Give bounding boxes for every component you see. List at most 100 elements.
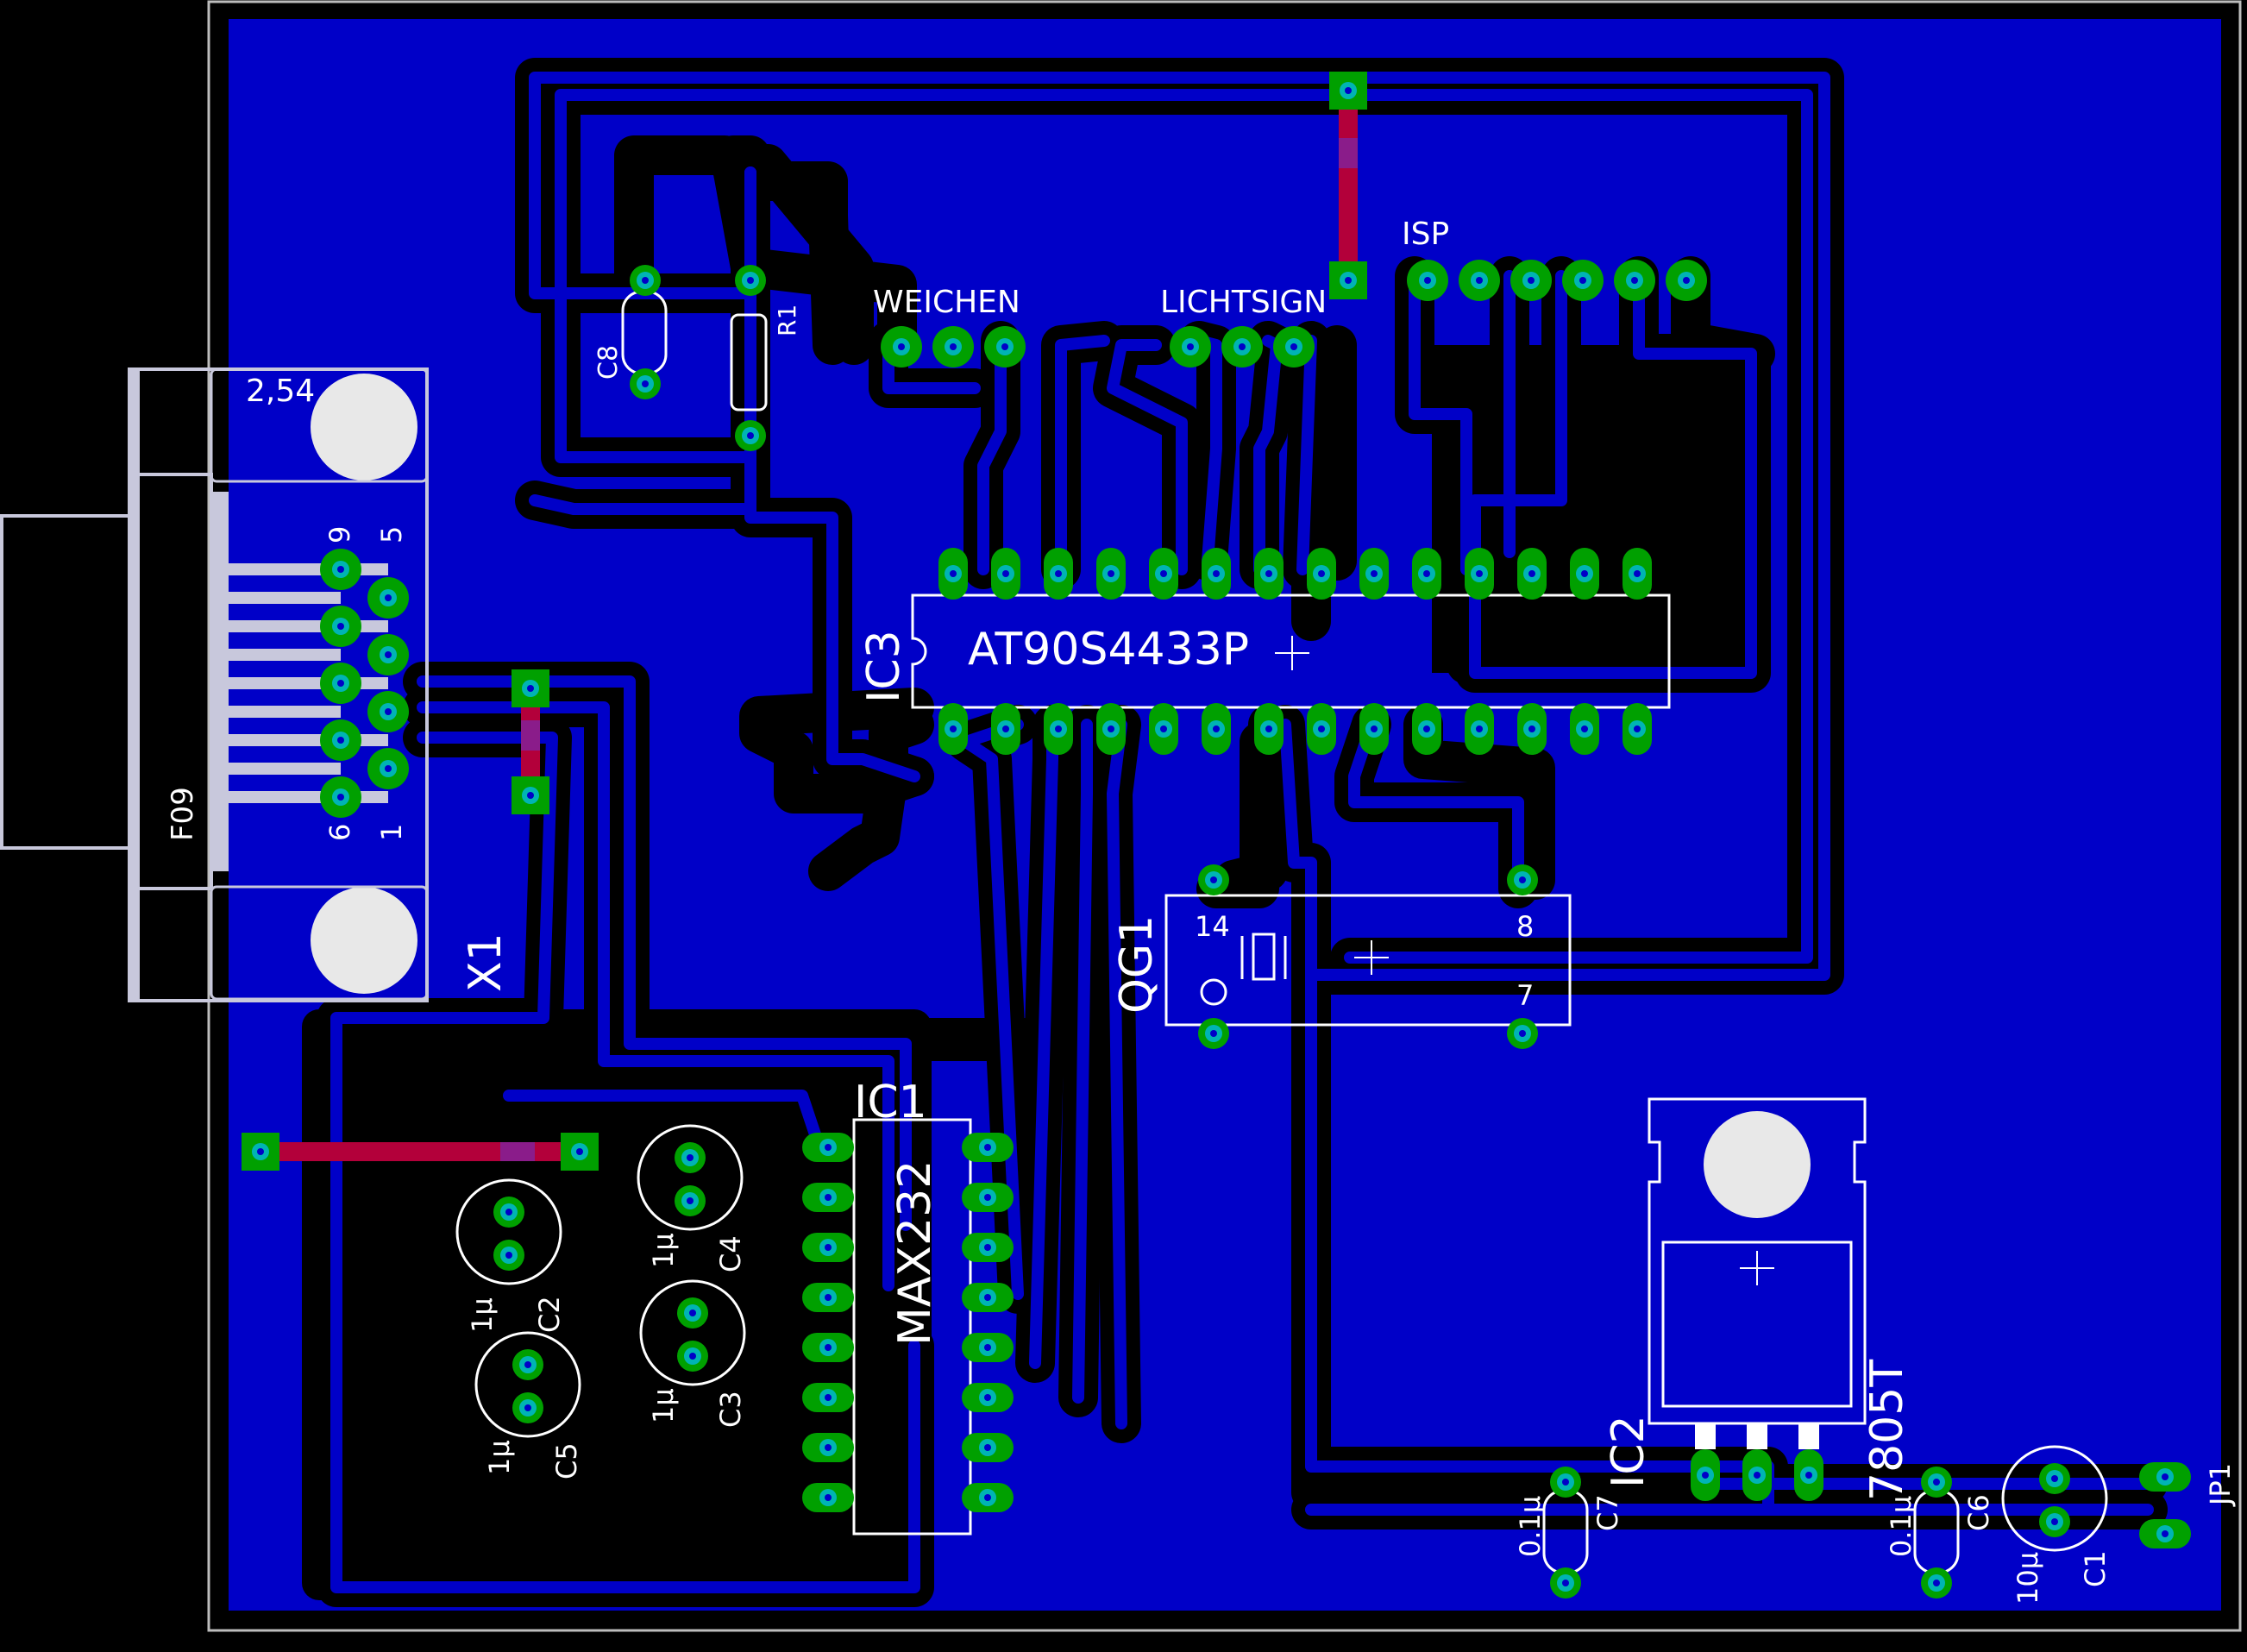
- ic3-value-label: AT90S4433P: [968, 624, 1249, 675]
- c6-label: C6: [1962, 1494, 1995, 1531]
- x1-ref-label: X1: [460, 933, 512, 992]
- ic3-pin: [1202, 548, 1231, 600]
- r1-label: R1: [773, 305, 801, 336]
- via: [1329, 261, 1367, 299]
- x1-pin: [320, 663, 361, 704]
- elko-pin: [675, 1185, 706, 1216]
- x1-pin5-label: 5: [375, 526, 408, 543]
- jp1-pin: [2139, 1519, 2191, 1548]
- ic2-pin: [1691, 1449, 1720, 1501]
- ic1-pin: [802, 1283, 854, 1312]
- c6-value-label: 0.1µ: [1885, 1496, 1917, 1557]
- c5-label: C5: [550, 1442, 583, 1479]
- ic3-pin: [1044, 548, 1073, 600]
- x1-pin: [367, 577, 409, 619]
- ic3-pin: [1465, 703, 1494, 755]
- x1-pin6-label: 6: [323, 824, 356, 841]
- ic1-outline: [852, 1118, 972, 1536]
- ic3-pin: [1622, 703, 1652, 755]
- weichen-pin: [881, 326, 922, 367]
- elko-pin: [512, 1349, 543, 1380]
- x1-pin: [367, 748, 409, 789]
- ic3-pin: [1254, 703, 1284, 755]
- pad-group: [242, 72, 2191, 1599]
- c8-pin: [630, 265, 661, 296]
- board-outline: [207, 0, 2242, 1632]
- elko-pin: [677, 1297, 708, 1329]
- r1-pin: [735, 420, 766, 451]
- ic1-pin: [962, 1133, 1014, 1162]
- isp-pin: [1407, 260, 1448, 301]
- ic3-pin: [1096, 548, 1126, 600]
- ic3-pin: [1307, 548, 1336, 600]
- x1-value-label: F09: [166, 787, 200, 841]
- elko-pin: [2039, 1463, 2070, 1494]
- isp-pin: [1666, 260, 1707, 301]
- isp-label: ISP: [1402, 217, 1449, 252]
- c8-pin: [630, 368, 661, 399]
- weichen-pin: [984, 326, 1026, 367]
- c1-label: C1: [2079, 1550, 2112, 1587]
- ic3-pin: [1517, 703, 1547, 755]
- ic3-pin: [1517, 548, 1547, 600]
- weichen-pin: [932, 326, 974, 367]
- ic1-pin: [802, 1483, 854, 1512]
- r1-pin: [735, 265, 766, 296]
- via: [561, 1133, 599, 1171]
- elko-pin: [493, 1240, 524, 1271]
- ic1-ref-label: IC1: [854, 1077, 927, 1128]
- ic1-pin: [962, 1483, 1014, 1512]
- c7-pin: [1550, 1567, 1581, 1599]
- ic3-pin: [991, 548, 1020, 600]
- x1-pin: [320, 719, 361, 761]
- c6-pin: [1921, 1467, 1952, 1498]
- isp-pin: [1510, 260, 1552, 301]
- qg1-pin: [1507, 864, 1538, 895]
- lichtsign-pin: [1221, 326, 1263, 367]
- elko-pin: [675, 1142, 706, 1173]
- qg1-crystal: [1164, 894, 1572, 1027]
- ic1-pin: [802, 1133, 854, 1162]
- c2-value-label: 1µ: [466, 1297, 499, 1333]
- c3-value-label: 1µ: [647, 1388, 680, 1423]
- ic1-pin: [802, 1233, 854, 1262]
- c6-pin: [1921, 1567, 1952, 1599]
- via: [512, 776, 549, 814]
- via: [512, 669, 549, 707]
- c1-value-label: 10µ: [2012, 1552, 2044, 1605]
- ic3-pin: [1149, 548, 1178, 600]
- ic3-pin: [1359, 548, 1389, 600]
- ic3-pin: [1202, 703, 1231, 755]
- mounting-hole-bottom: [311, 887, 417, 994]
- c8-label: C8: [593, 345, 624, 380]
- mounting-hole-top: [311, 374, 417, 481]
- elko-pin: [2039, 1506, 2070, 1537]
- x1-pin: [320, 776, 361, 818]
- c4-value-label: 1µ: [647, 1233, 680, 1268]
- ic1-pin: [802, 1383, 854, 1412]
- ic3-pin: [1412, 703, 1441, 755]
- lichtsign-pin: [1273, 326, 1315, 367]
- c7-value-label: 0.1µ: [1514, 1496, 1547, 1557]
- ic1-pin: [802, 1333, 854, 1362]
- x1-pin: [320, 549, 361, 590]
- ic3-pin: [1254, 548, 1284, 600]
- x1-connector: [0, 367, 429, 1002]
- via: [1329, 72, 1367, 110]
- c7-label: C7: [1591, 1494, 1624, 1531]
- lichtsign-pin: [1170, 326, 1211, 367]
- c2-label: C2: [533, 1296, 566, 1333]
- weichen-label: WEICHEN: [873, 285, 1020, 320]
- ic1-value-label: MAX232: [889, 1160, 941, 1346]
- ic3-pin: [938, 703, 968, 755]
- elko-pin: [493, 1197, 524, 1228]
- ic3-pin: [1307, 703, 1336, 755]
- lichtsign-label: LICHTSIGN: [1160, 285, 1327, 320]
- x1-pin1-label: 1: [375, 824, 408, 841]
- ic1-pin: [962, 1433, 1014, 1462]
- ic3-pin: [1570, 548, 1599, 600]
- ic1-pin: [962, 1333, 1014, 1362]
- x1-pin: [367, 634, 409, 675]
